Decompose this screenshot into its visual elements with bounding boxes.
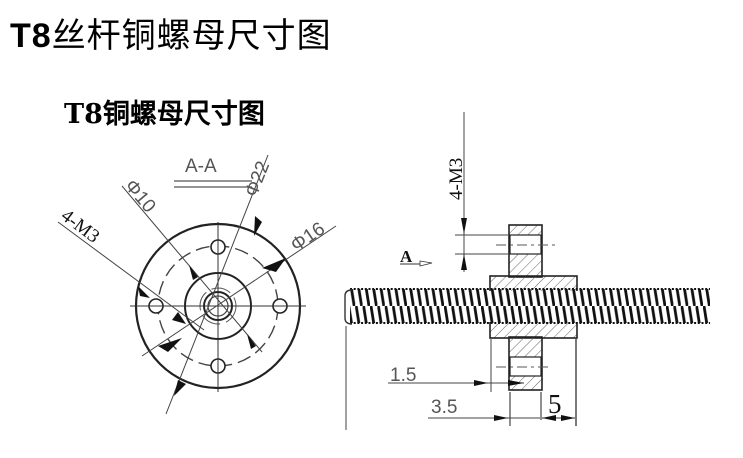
view-arrow-label: A — [400, 247, 413, 266]
dim-hub-length: 5 — [548, 389, 562, 419]
drawing-subtitle: T8铜螺母尺寸图 — [64, 99, 265, 130]
dim-bolt-circle: Φ16 — [287, 218, 329, 256]
front-view: A-A Φ10 Φ22 Φ16 — [57, 154, 337, 415]
title-text: 丝杆铜螺母尺寸图 — [51, 16, 332, 56]
title-model: T8 — [10, 17, 52, 55]
dim-holes-front: 4-M3 — [57, 205, 103, 247]
page-title: T8丝杆铜螺母尺寸图 — [10, 8, 332, 57]
dim-hub-diameter: Φ10 — [120, 176, 159, 217]
side-view: 4-M3 A 1.5 3.5 — [344, 112, 710, 430]
lead-screw — [350, 289, 710, 323]
dim-flange-thickness: 3.5 — [431, 397, 457, 418]
dim-outer-diameter: Φ22 — [241, 158, 274, 200]
section-label: A-A — [185, 156, 217, 177]
dim-holes-side: 4-M3 — [446, 158, 467, 200]
dim-hole-offset: 1.5 — [390, 365, 416, 386]
